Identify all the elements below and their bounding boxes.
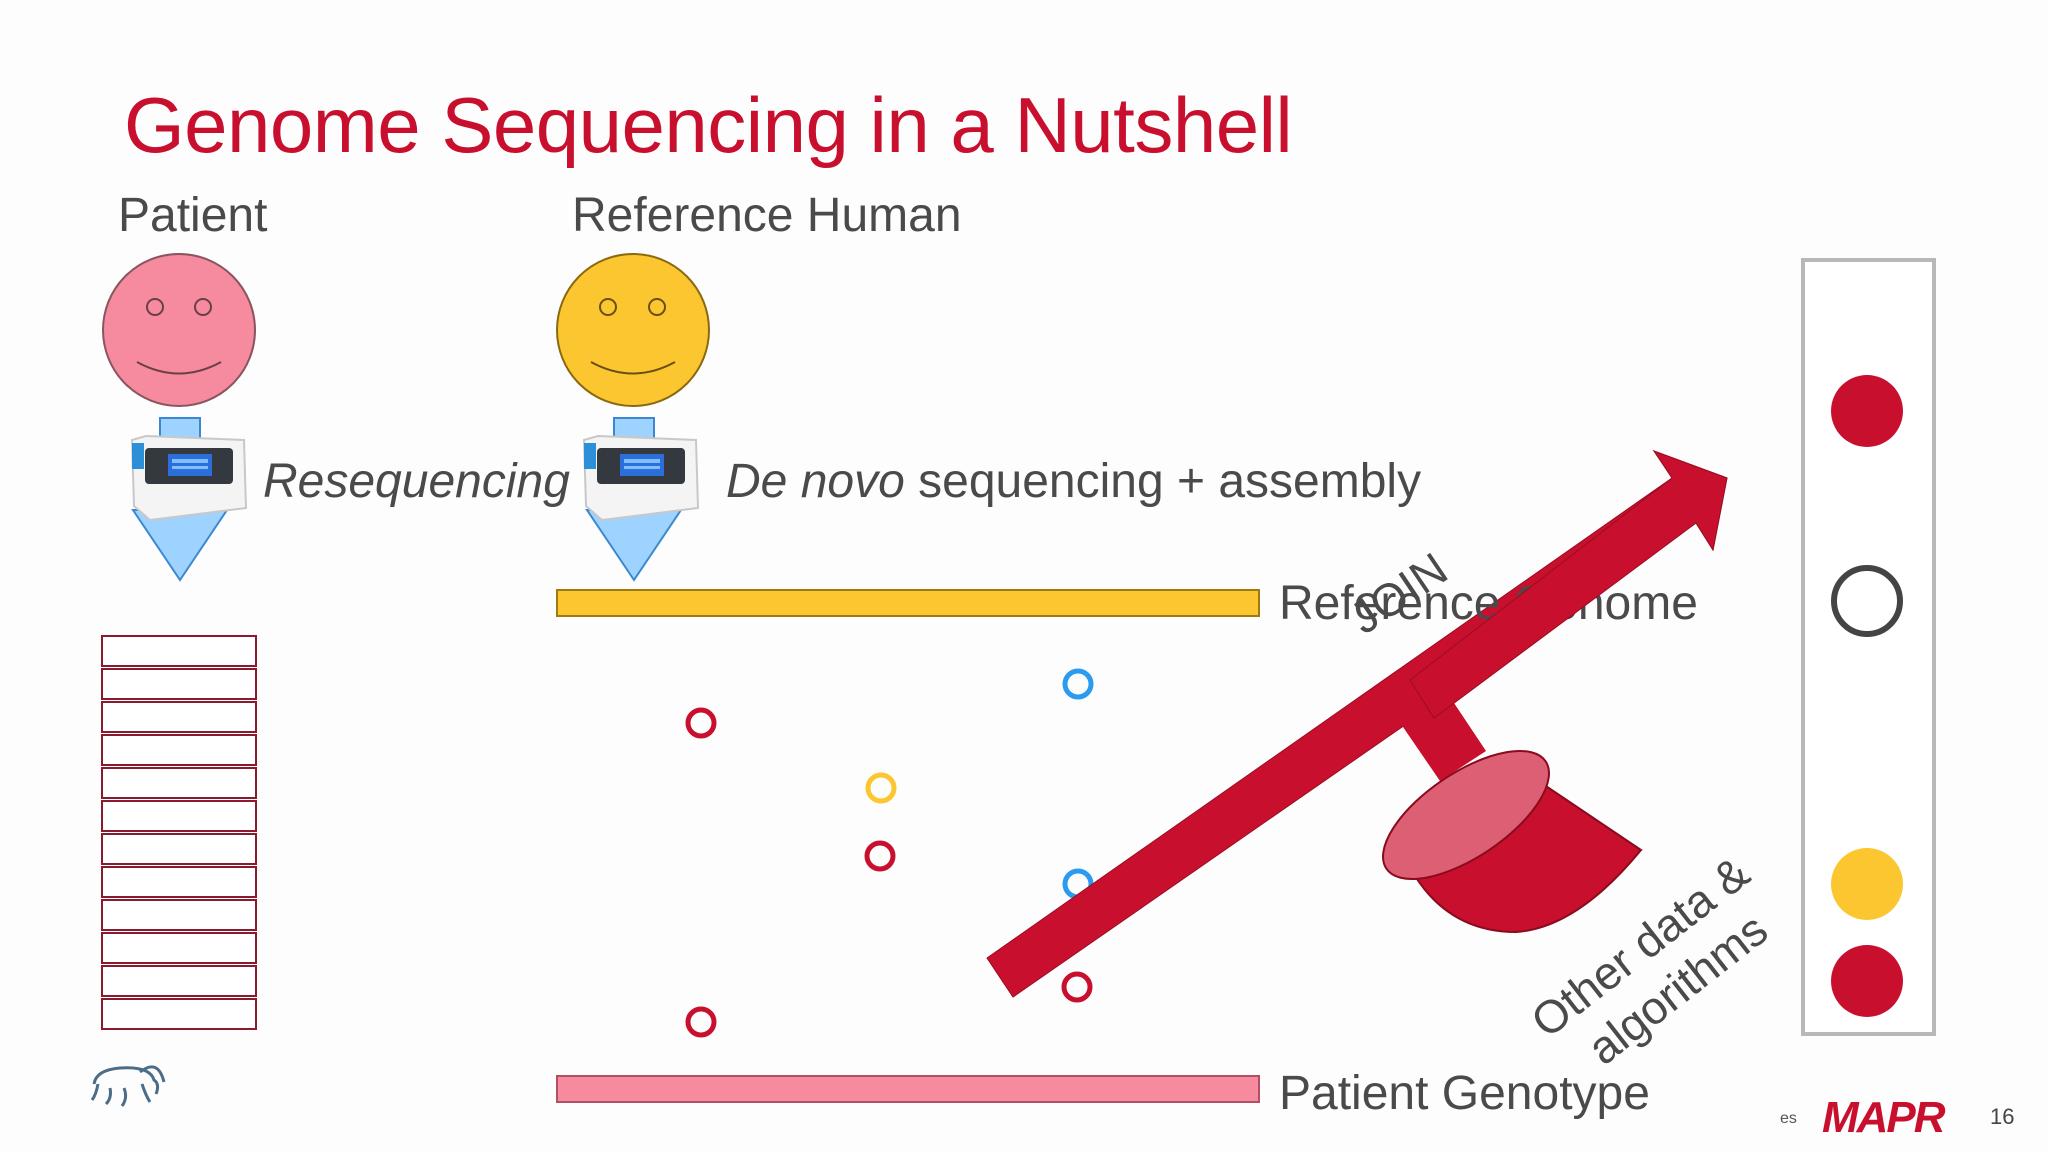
read-segment	[101, 866, 257, 898]
elephant-logo-icon	[90, 1065, 166, 1107]
slide-title: Genome Sequencing in a Nutshell	[124, 81, 1293, 169]
patient-smiley-face-icon	[102, 253, 256, 407]
read-segment	[101, 833, 257, 865]
resequencing-label: Resequencing	[263, 455, 570, 508]
patient-genotype-bar	[556, 1075, 1260, 1103]
read-segment	[101, 767, 257, 799]
read-segment	[101, 701, 257, 733]
variant-ring-yellow-1	[865, 772, 897, 804]
patient-sequencer-machine-icon	[130, 434, 248, 522]
reference-human-label: Reference Human	[572, 189, 962, 242]
read-segment	[101, 800, 257, 832]
result-dot-red-2	[1831, 945, 1903, 1017]
variant-ring-red-3	[1061, 971, 1093, 1003]
read-segment	[101, 635, 257, 667]
denovo-italic: De novo	[726, 455, 905, 508]
variant-ring-blue-1	[1062, 668, 1094, 700]
reference-sequencer-machine-icon	[582, 434, 700, 522]
mapr-logo: MAPR	[1822, 1093, 1946, 1142]
database-cylinder-icon	[1382, 750, 1643, 934]
read-segment	[101, 998, 257, 1030]
variant-ring-red-2	[864, 840, 896, 872]
patient-label: Patient	[118, 189, 268, 242]
reference-genome-bar	[556, 589, 1260, 617]
read-segment	[101, 734, 257, 766]
footer-es-text: es	[1780, 1110, 1797, 1127]
reference-smiley-face-icon	[556, 253, 710, 407]
result-dot-red-1	[1831, 375, 1903, 447]
denovo-label: De novo sequencing + assembly	[726, 454, 1421, 509]
page-number: 16	[1990, 1104, 2015, 1129]
patient-genotype-label: Patient Genotype	[1279, 1067, 1650, 1120]
result-dot-yellow	[1831, 848, 1903, 920]
variant-ring-red-4	[685, 1006, 717, 1038]
result-dot-empty	[1831, 565, 1903, 637]
read-segment	[101, 965, 257, 997]
denovo-rest: sequencing + assembly	[904, 455, 1422, 508]
read-segment	[101, 932, 257, 964]
variant-ring-red-1	[685, 707, 717, 739]
read-segment	[101, 899, 257, 931]
read-segment	[101, 668, 257, 700]
patient-reads-stack	[101, 635, 257, 1030]
